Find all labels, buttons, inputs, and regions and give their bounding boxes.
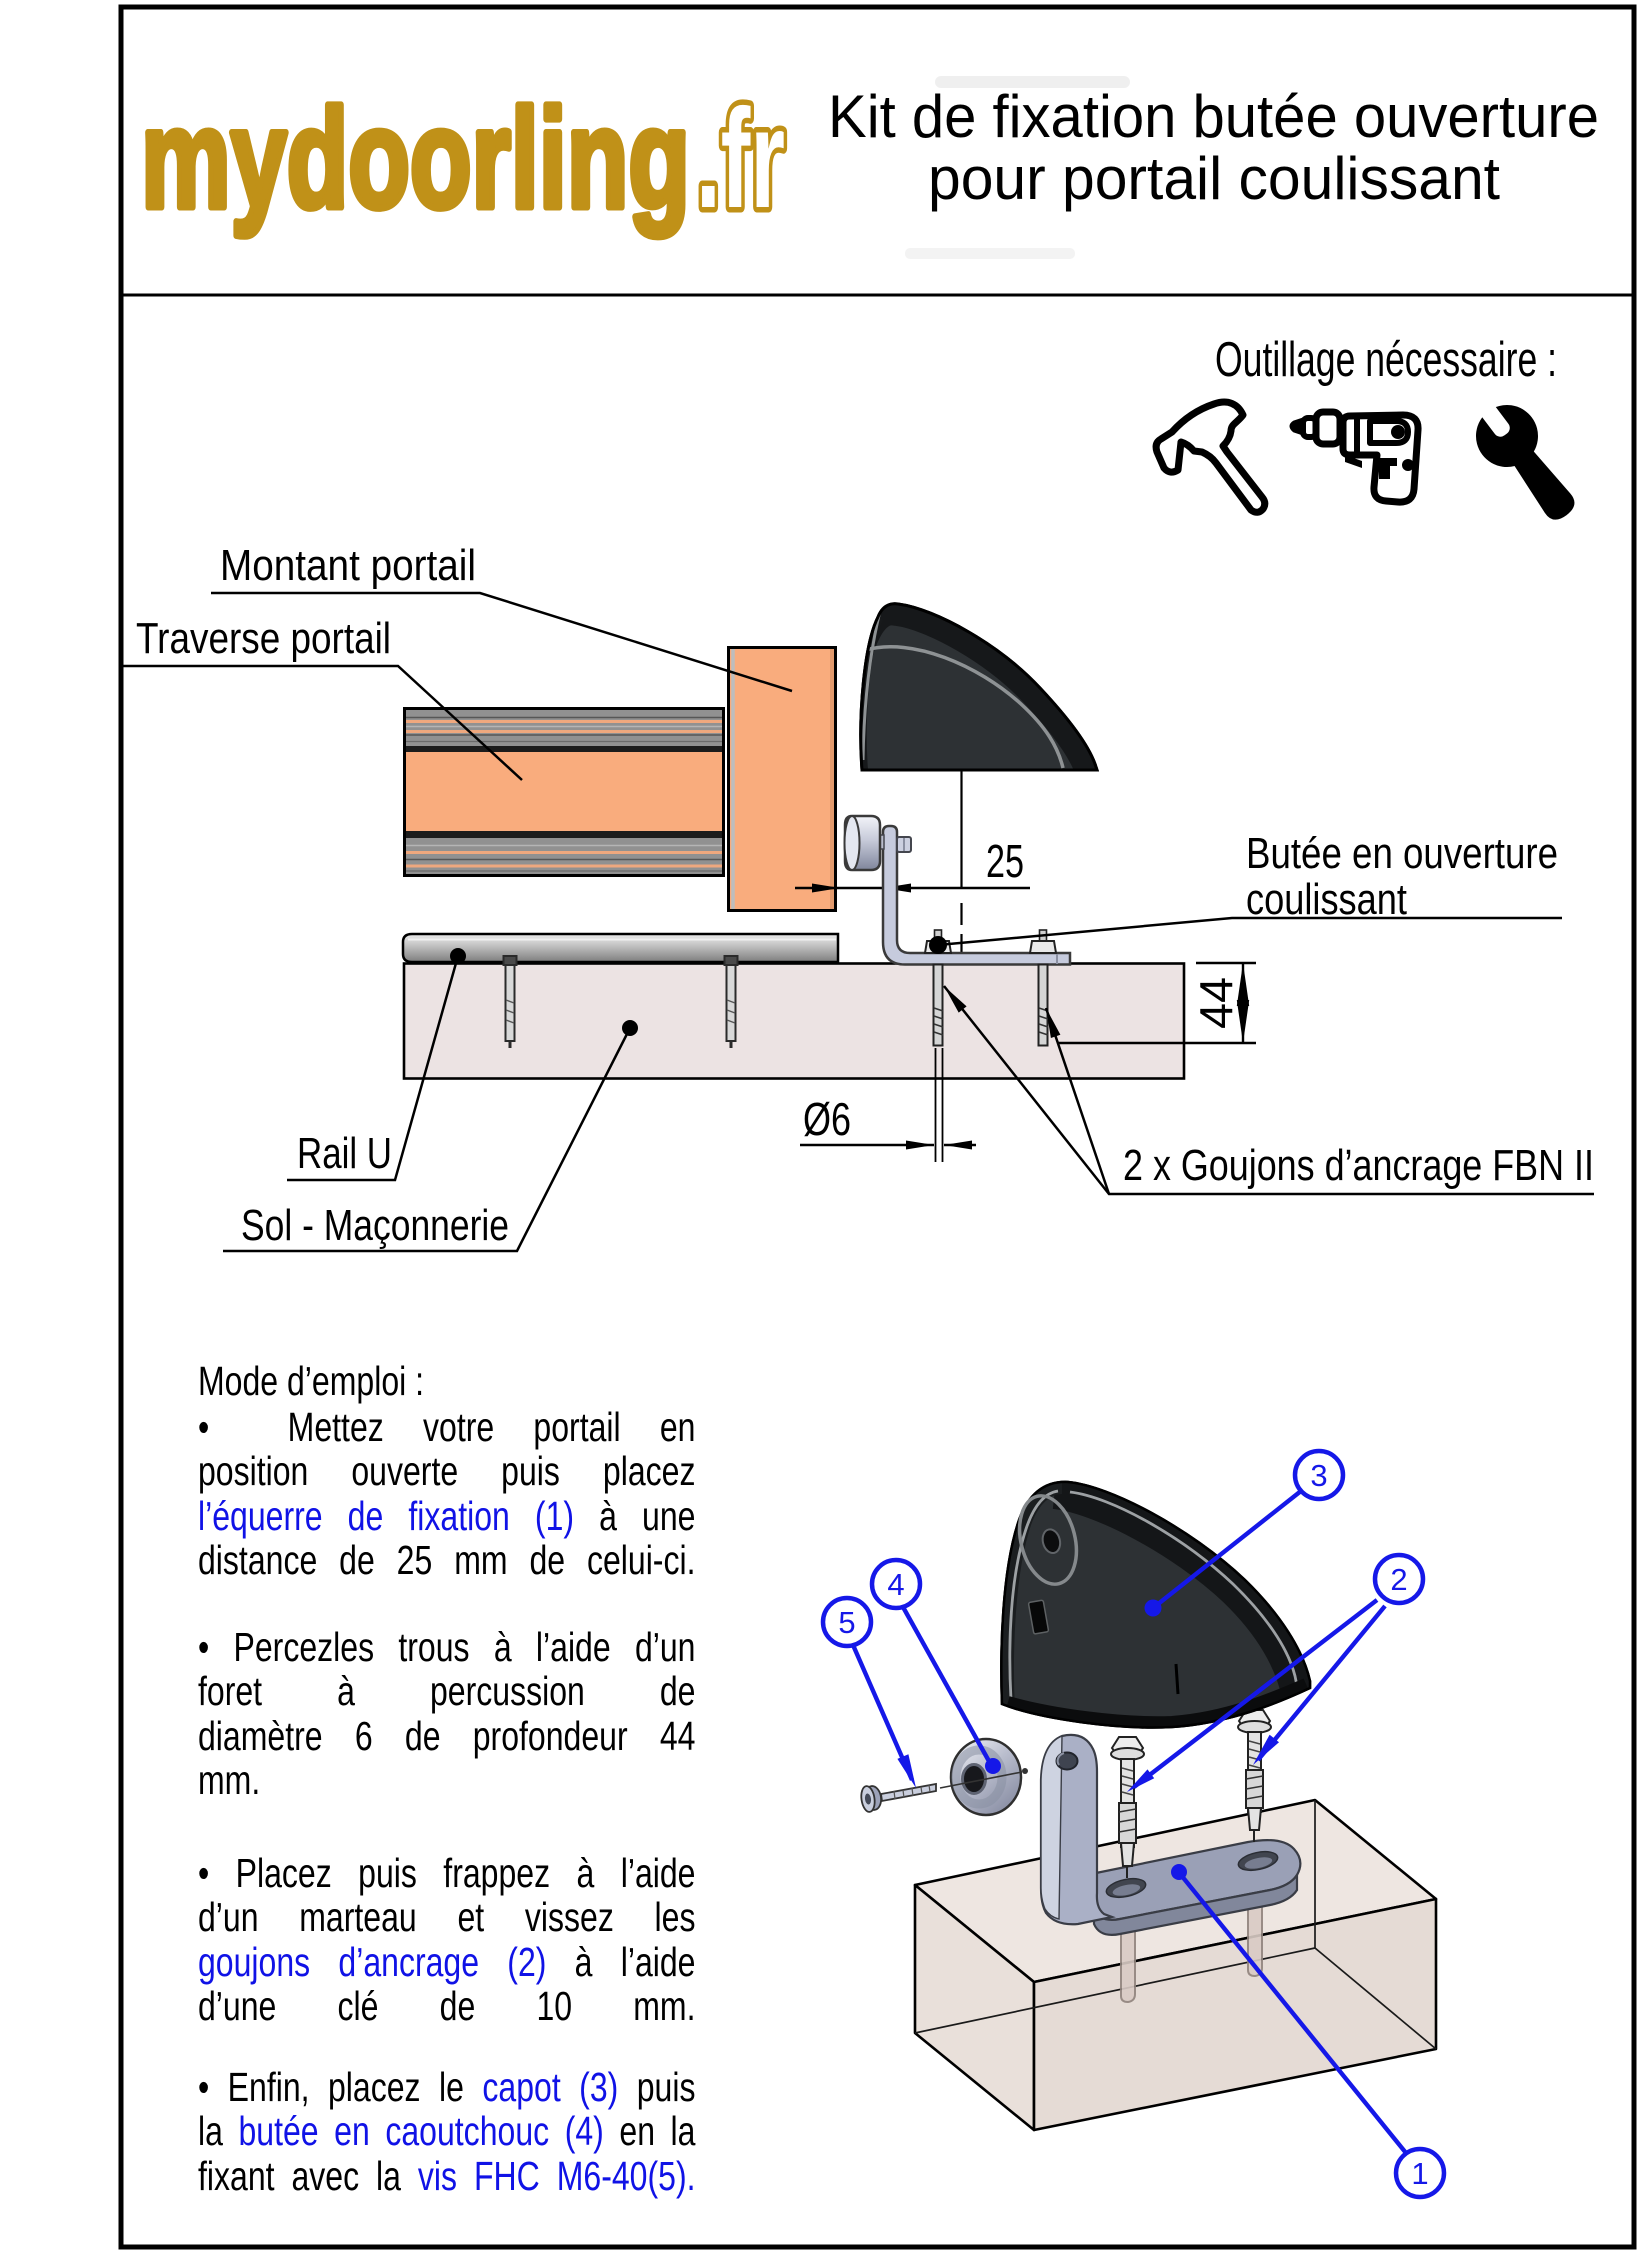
- svg-text:.fr: .fr: [696, 79, 785, 237]
- svg-text:1: 1: [1411, 2156, 1428, 2191]
- svg-text:4: 4: [887, 1567, 904, 1602]
- svg-text:Kit de fixation butée ouvertur: Kit de fixation butée ouverture: [828, 83, 1599, 150]
- svg-text:Outillage nécessaire :: Outillage nécessaire :: [1215, 333, 1557, 387]
- svg-text:mydoorling: mydoorling: [141, 79, 690, 237]
- svg-text:2 x Goujons d’ancrage FBN II: 2 x Goujons d’ancrage FBN II: [1123, 1141, 1594, 1190]
- svg-text:Montant portail: Montant portail: [220, 541, 476, 590]
- svg-text:44: 44: [1190, 977, 1242, 1029]
- svg-text:Sol - Maçonnerie: Sol - Maçonnerie: [241, 1201, 509, 1250]
- svg-text:.fr: .fr: [696, 79, 785, 237]
- svg-text:pour portail coulissant: pour portail coulissant: [928, 145, 1500, 212]
- svg-text:Rail U: Rail U: [297, 1129, 392, 1178]
- svg-text:25: 25: [986, 835, 1024, 887]
- svg-text:coulissant: coulissant: [1246, 875, 1407, 924]
- svg-text:5: 5: [838, 1605, 855, 1640]
- svg-text:Butée en ouverture: Butée en ouverture: [1246, 829, 1558, 878]
- svg-text:3: 3: [1310, 1458, 1327, 1493]
- svg-text:Ø6: Ø6: [803, 1093, 851, 1145]
- svg-text:2: 2: [1390, 1562, 1407, 1597]
- svg-text:Traverse portail: Traverse portail: [136, 614, 391, 663]
